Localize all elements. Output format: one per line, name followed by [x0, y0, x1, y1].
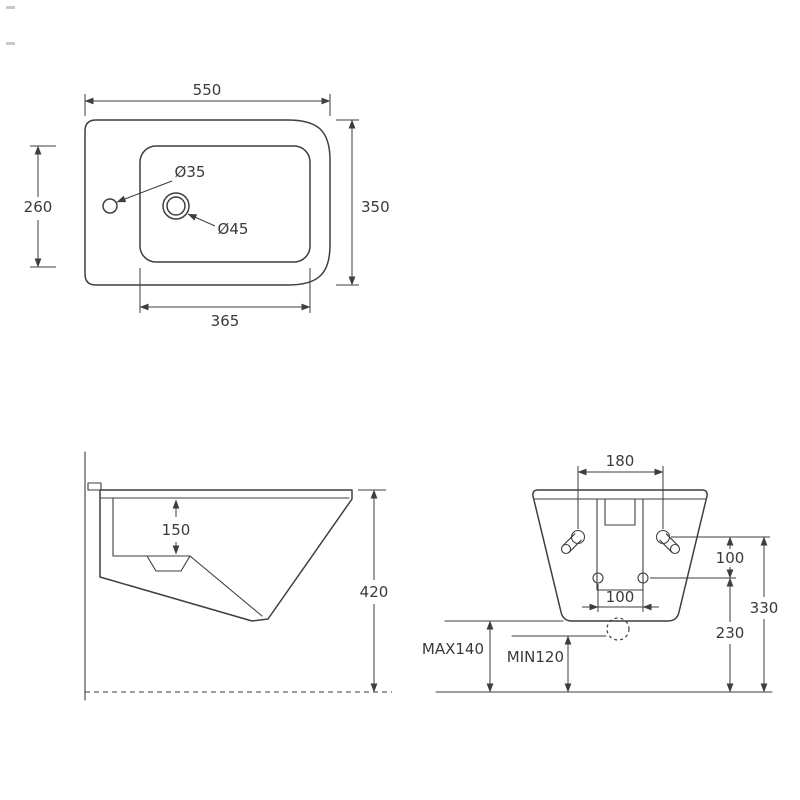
right-slot-edge — [665, 533, 679, 547]
callout-small-hole: Ø35 — [116, 163, 206, 203]
dim-holes-span: 100 — [582, 584, 659, 612]
faucet-hole-label: Ø45 — [218, 220, 249, 238]
rim-outline — [84, 119, 331, 286]
leader-line — [187, 213, 216, 227]
right-keyhole-slot-end — [669, 543, 681, 555]
dim-fixing-to-floor-label: 330 — [750, 599, 779, 617]
mount-bracket — [87, 482, 102, 491]
small-hole — [102, 198, 118, 214]
dim-basin-length-label: 365 — [211, 312, 240, 330]
inner-channel — [604, 498, 636, 526]
waste-outlet-circle — [606, 617, 630, 641]
dim-holes-to-floor: 230 — [716, 577, 745, 693]
dim-basin-depth: 150 — [162, 499, 191, 555]
dim-top-width-label: 550 — [193, 81, 222, 99]
dim-top-depth-label: 350 — [361, 198, 390, 216]
leader-line — [116, 180, 173, 203]
dim-side-height: 420 — [358, 489, 389, 693]
dim-fixing-to-holes-label: 100 — [716, 549, 745, 567]
dim-fixing-span: 180 — [577, 452, 664, 529]
basin-profile — [112, 497, 263, 617]
dim-holes-span-label: 100 — [606, 588, 635, 606]
dim-holes-to-floor-label: 230 — [716, 624, 745, 642]
profile-outline — [99, 489, 353, 622]
left-keyhole-slot-end — [560, 543, 572, 555]
faucet-hole-inner — [166, 196, 186, 216]
basin-outline — [139, 145, 311, 263]
left-slot-edge — [562, 533, 576, 547]
dim-outlet-min: MIN120 — [507, 635, 607, 693]
dim-setback-label: 260 — [24, 198, 53, 216]
side-view — [84, 451, 392, 701]
right-slot-edge — [659, 539, 673, 553]
dim-side-height-label: 420 — [360, 583, 389, 601]
dim-basin-depth-label: 150 — [162, 521, 191, 539]
left-fixing-hole — [592, 572, 604, 584]
dim-fixing-to-holes: 100 — [650, 536, 770, 579]
dim-setback: 260 — [24, 145, 56, 268]
left-keyhole-slot — [570, 529, 586, 545]
dim-fixing-to-floor: 330 — [750, 536, 779, 693]
left-slot-edge — [568, 539, 582, 553]
small-hole-label: Ø35 — [175, 163, 206, 181]
artifact-mark — [6, 42, 15, 45]
artifact-mark — [6, 6, 15, 9]
dim-top-depth: 350 — [336, 119, 390, 286]
dim-basin-length: 365 — [139, 268, 311, 330]
dim-top-width: 550 — [84, 81, 331, 116]
rear-outline — [532, 489, 708, 622]
callout-faucet-hole: Ø45 — [187, 213, 249, 238]
top-view — [84, 119, 331, 286]
mount-plate — [596, 498, 644, 591]
dim-outlet-min-label: MIN120 — [507, 648, 564, 666]
faucet-hole-outer — [162, 192, 190, 220]
right-keyhole-slot — [655, 529, 671, 545]
rear-view — [435, 489, 773, 693]
dim-outlet-max-label: MAX140 — [422, 640, 484, 658]
dim-fixing-span-label: 180 — [606, 452, 635, 470]
right-fixing-hole — [637, 572, 649, 584]
dim-outlet-max: MAX140 — [422, 620, 564, 693]
